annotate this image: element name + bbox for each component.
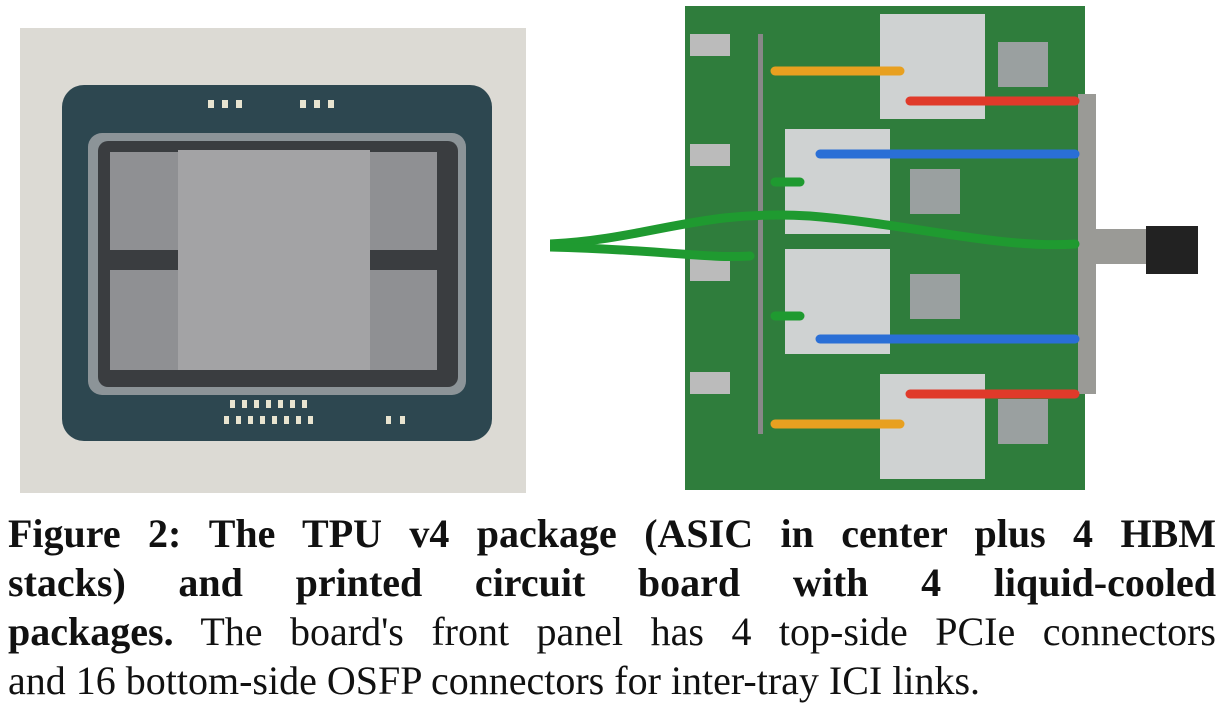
caption-line-4: and 16 bottom-side OSFP connectors for i… [8, 657, 1216, 705]
caption-bold-text: packages. [8, 609, 174, 654]
hbm-stack [370, 152, 437, 250]
caption-line-3: packages. The board's front panel has 4 … [8, 608, 1216, 656]
caption-text: and 16 bottom-side OSFP connectors for i… [8, 658, 981, 703]
caption-line-1: Figure 2: The TPU v4 package (ASIC in ce… [8, 510, 1216, 558]
caption-text: The board's front panel has 4 top-side P… [173, 609, 1216, 654]
caption-bold-text: stacks) and printed circuit board with 4… [8, 560, 1216, 605]
hbm-stack [370, 270, 437, 370]
caption-bold-text: The TPU v4 package (ASIC in center plus … [208, 511, 1216, 556]
tpu-v4-circuit-board-photo [550, 6, 1198, 490]
caption-line-2: stacks) and printed circuit board with 4… [8, 559, 1216, 607]
hbm-stack [110, 152, 178, 250]
asic-die [178, 150, 370, 370]
hbm-stack [110, 270, 178, 370]
tpu-v4-package-photo [20, 28, 526, 493]
figure-label: Figure 2: [8, 511, 182, 556]
